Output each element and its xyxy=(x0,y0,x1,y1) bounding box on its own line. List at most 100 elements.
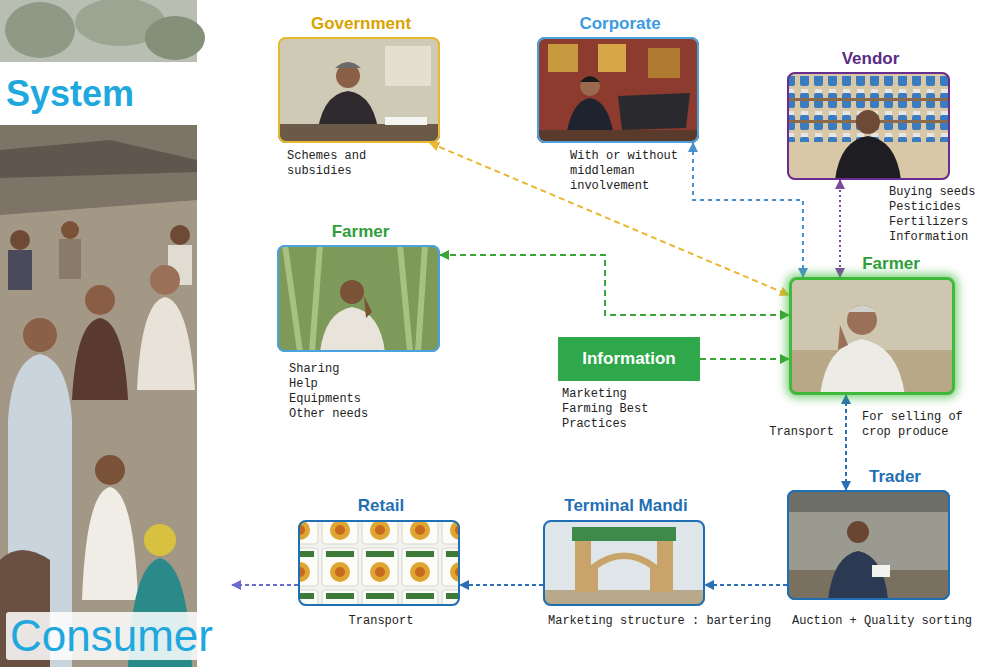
crowd-photo xyxy=(137,297,195,390)
vendor-photo xyxy=(856,110,880,134)
vendor-photo xyxy=(835,136,901,180)
actor-note-slot: Marketing structure : bartering xyxy=(548,614,778,629)
actor-heading-slot: Farmer xyxy=(259,222,462,242)
actor-note: Buying seeds Pesticides Fertilizers Info… xyxy=(889,185,989,245)
retail-packets-photo xyxy=(298,520,460,606)
mandi-gate-photo xyxy=(575,540,591,592)
crowd-photo xyxy=(23,318,57,352)
actor-heading: Retail xyxy=(358,496,404,516)
government-photo-box: GovernmentSchemes and subsidies xyxy=(278,37,440,143)
farmer-photo xyxy=(277,245,440,352)
corporate-photo xyxy=(548,44,578,72)
actor-note: Schemes and subsidies xyxy=(287,149,387,179)
corporate-photo xyxy=(580,76,600,96)
trader-photo xyxy=(872,565,890,577)
crowd-photo xyxy=(0,125,197,667)
corporate-photo xyxy=(537,37,699,143)
information-heading: Information xyxy=(582,349,676,369)
mandi-gate-photo xyxy=(543,520,705,606)
trees-photo xyxy=(0,0,205,62)
farmer-photo xyxy=(320,307,385,352)
corporate-photo xyxy=(580,76,600,82)
supply-link xyxy=(460,584,543,586)
actor-heading-slot: Corporate xyxy=(519,14,721,34)
actor-note-slot: Buying seeds Pesticides Fertilizers Info… xyxy=(889,185,989,245)
vendor-photo xyxy=(787,72,950,180)
scheme-link xyxy=(430,143,789,295)
crowd-photo xyxy=(10,230,30,250)
supply-link xyxy=(705,584,787,586)
old-farmer-photo xyxy=(789,277,955,395)
edge-label: For selling of crop produce xyxy=(862,410,974,440)
mandi-photo-box: Terminal MandiMarketing structure : bart… xyxy=(543,520,705,606)
corporate-photo xyxy=(537,37,699,143)
actor-note-slot: Transport xyxy=(281,614,481,629)
crowd-photo xyxy=(72,318,128,400)
crowd-photo xyxy=(0,125,197,215)
market-photo-panel: SystemConsumer xyxy=(0,0,232,667)
government-photo xyxy=(385,117,427,125)
information-link xyxy=(700,358,789,360)
actor-note-slot: Schemes and subsidies xyxy=(287,149,387,179)
vendor-link xyxy=(839,180,841,277)
system-heading-slot: System xyxy=(6,74,196,114)
old-farmer-photo xyxy=(838,325,848,350)
vendor-photo xyxy=(787,98,950,101)
actor-heading: Corporate xyxy=(579,14,660,34)
actor-heading: Farmer xyxy=(862,254,920,274)
government-photo xyxy=(278,37,440,143)
corporate-photo xyxy=(618,93,690,130)
actor-heading: Government xyxy=(311,14,411,34)
actor-note: With or without middleman involvement xyxy=(570,149,688,194)
actor-note-slot: Sharing Help Equipments Other needs xyxy=(289,362,373,422)
trader-photo xyxy=(787,490,950,600)
vendor-photo xyxy=(787,72,950,180)
actor-heading: Vendor xyxy=(842,49,900,69)
mandi-gate-photo xyxy=(572,527,676,541)
trader-photo xyxy=(847,521,869,543)
old-farmer-photo xyxy=(847,305,877,335)
government-photo xyxy=(278,124,440,143)
information-heading-slot: Information xyxy=(558,337,700,381)
consumer-link xyxy=(232,584,298,586)
crowd-photo xyxy=(85,285,115,315)
crowd-photo xyxy=(95,455,125,485)
actor-note: Marketing structure : bartering xyxy=(548,614,778,629)
crowd-photo xyxy=(82,487,138,600)
actor-heading-slot: Vendor xyxy=(769,49,972,69)
system-heading: System xyxy=(6,74,134,114)
crowd-photo xyxy=(59,239,81,279)
corporate-photo xyxy=(648,48,680,78)
trees-photo xyxy=(145,16,205,60)
vendor-photo-box: VendorBuying seeds Pesticides Fertilizer… xyxy=(787,72,950,180)
mandi-gate-photo xyxy=(543,520,705,606)
actor-note-slot: Auction + Quality sorting xyxy=(792,614,992,629)
mandi-gate-photo xyxy=(657,540,673,592)
farmer-photo xyxy=(340,280,364,304)
vendor-photo xyxy=(787,76,950,142)
actor-note: Sharing Help Equipments Other needs xyxy=(289,362,373,422)
farmer-photo xyxy=(285,245,425,352)
trader-photo-box: TraderAuction + Quality sorting xyxy=(787,490,950,600)
corporate-photo xyxy=(598,44,626,72)
crowd-photo xyxy=(0,125,197,667)
mandi-gate-photo xyxy=(591,553,657,593)
crowd-photo xyxy=(150,265,180,295)
selling-link xyxy=(845,395,847,490)
actor-note-slot: With or without middleman involvement xyxy=(570,149,688,194)
consumer-heading: Consumer xyxy=(6,612,217,660)
trader-photo xyxy=(787,490,950,512)
farmer-photo xyxy=(364,296,372,318)
main-farmer-photo-box: Farmer xyxy=(789,277,955,395)
information-note-slot: Marketing Farming Best Practices xyxy=(562,387,672,432)
retail-packets-photo xyxy=(298,522,460,606)
old-farmer-photo xyxy=(820,339,905,395)
retail-packets-photo xyxy=(298,520,460,606)
label-slot: Transport xyxy=(734,425,834,440)
information-note: Marketing Farming Best Practices xyxy=(562,387,672,432)
crowd-photo xyxy=(0,140,197,178)
trader-photo xyxy=(787,490,950,600)
